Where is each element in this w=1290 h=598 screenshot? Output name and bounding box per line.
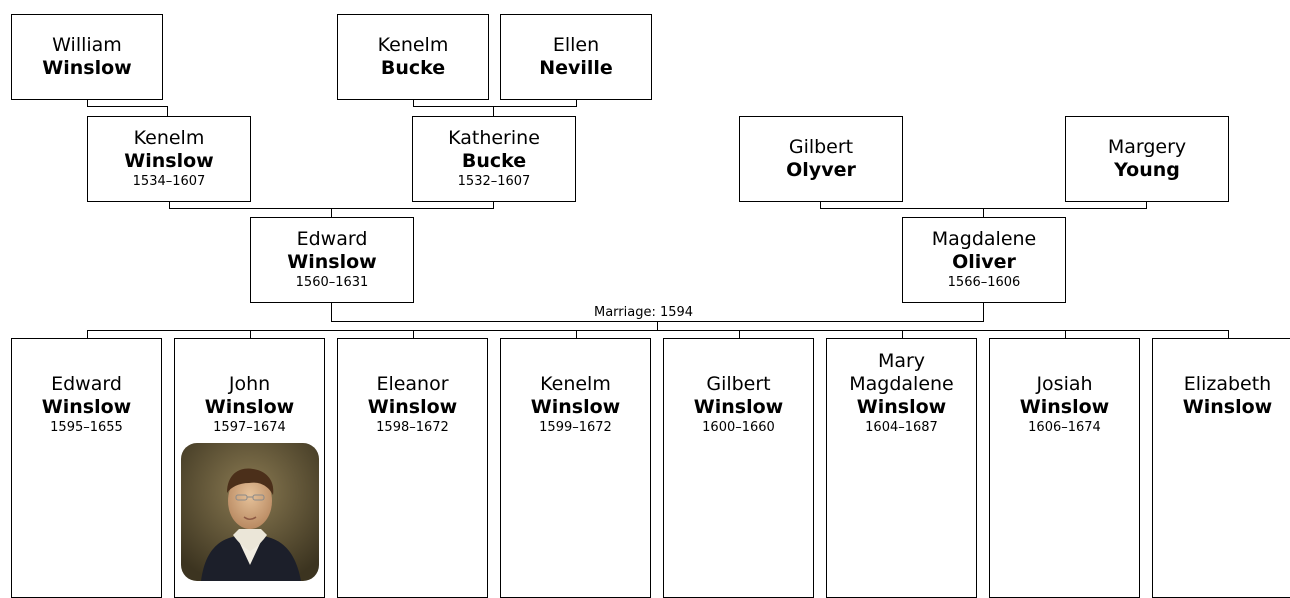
given-name: William	[52, 34, 122, 56]
surname: Winslow	[856, 396, 947, 418]
person-katherine-bucke[interactable]: Katherine Bucke 1532–1607	[412, 116, 576, 202]
given-name: Ellen	[552, 34, 600, 56]
surname: Winslow	[42, 57, 132, 79]
connector	[820, 201, 821, 209]
person-magdalene-oliver[interactable]: Magdalene Oliver 1566–1606	[902, 217, 1066, 303]
child-elizabeth-winslow[interactable]: Elizabeth Winslow	[1152, 338, 1290, 598]
life-years: 1534–1607	[132, 174, 206, 189]
connector	[983, 208, 984, 217]
connector	[167, 106, 168, 116]
connector	[331, 302, 332, 322]
connector	[87, 330, 1229, 331]
life-years: 1560–1631	[295, 275, 369, 290]
given-name: Elizabeth	[1183, 373, 1272, 395]
surname: Winslow	[1182, 396, 1273, 418]
given-name: Magdalene	[931, 228, 1037, 250]
child-mary-magdalene-winslow[interactable]: Mary Magdalene Winslow 1604–1687	[826, 338, 977, 598]
connector	[1146, 201, 1147, 209]
connector	[331, 208, 332, 217]
connector	[657, 321, 658, 331]
person-kenelm-winslow[interactable]: Kenelm Winslow 1534–1607	[87, 116, 251, 202]
person-edward-winslow[interactable]: Edward Winslow 1560–1631	[250, 217, 414, 303]
connector	[739, 330, 740, 339]
given-name: Kenelm	[377, 34, 449, 56]
surname: Winslow	[287, 251, 377, 273]
surname: Winslow	[530, 396, 621, 418]
surname: Neville	[539, 57, 613, 79]
person-kenelm-bucke[interactable]: Kenelm Bucke	[337, 14, 489, 100]
connector	[983, 302, 984, 322]
life-years: 1604–1687	[865, 420, 938, 435]
given-name: Eleanor	[376, 373, 449, 395]
connector	[87, 106, 167, 107]
surname: Bucke	[461, 150, 527, 172]
given-name: Edward	[296, 228, 368, 250]
given-name: Kenelm	[133, 127, 205, 149]
life-years: 1600–1660	[702, 420, 775, 435]
connector	[413, 106, 577, 107]
life-years: 1595–1655	[50, 420, 123, 435]
surname: Oliver	[952, 251, 1016, 273]
given-name: Margery	[1107, 136, 1187, 158]
connector	[1228, 330, 1229, 339]
connector	[413, 330, 414, 339]
child-eleanor-winslow[interactable]: Eleanor Winslow 1598–1672	[337, 338, 488, 598]
connector	[169, 201, 170, 209]
given-name: Katherine	[448, 127, 540, 149]
life-years: 1606–1674	[1028, 420, 1101, 435]
connector	[413, 99, 414, 107]
portrait-image	[180, 443, 319, 581]
surname: Winslow	[124, 150, 214, 172]
surname: Winslow	[1019, 396, 1110, 418]
surname: Winslow	[693, 396, 784, 418]
connector	[87, 330, 88, 339]
connector	[250, 330, 251, 339]
marriage-label: Marriage: 1594	[594, 305, 694, 320]
child-gilbert-winslow[interactable]: Gilbert Winslow 1600–1660	[663, 338, 814, 598]
connector	[87, 99, 88, 107]
life-years: 1597–1674	[213, 420, 286, 435]
child-kenelm-winslow[interactable]: Kenelm Winslow 1599–1672	[500, 338, 651, 598]
connector	[493, 106, 494, 116]
person-margery-young[interactable]: Margery Young	[1065, 116, 1229, 202]
surname: Winslow	[204, 396, 295, 418]
life-years: 1598–1672	[376, 420, 449, 435]
connector	[1065, 330, 1066, 339]
child-josiah-winslow[interactable]: Josiah Winslow 1606–1674	[989, 338, 1140, 598]
connector	[576, 330, 577, 339]
life-years: 1599–1672	[539, 420, 612, 435]
life-years: 1532–1607	[457, 174, 531, 189]
given-name: John	[228, 373, 271, 395]
surname: Young	[1114, 159, 1180, 181]
child-edward-winslow[interactable]: Edward Winslow 1595–1655	[11, 338, 162, 598]
person-ellen-neville[interactable]: Ellen Neville	[500, 14, 652, 100]
surname: Winslow	[41, 396, 132, 418]
given-name: Mary Magdalene	[849, 350, 954, 395]
given-name: Gilbert	[788, 136, 854, 158]
child-john-winslow[interactable]: John Winslow 1597–1674	[174, 338, 325, 598]
connector	[902, 330, 903, 339]
person-william-winslow[interactable]: William Winslow	[11, 14, 163, 100]
connector	[493, 201, 494, 209]
life-years: 1566–1606	[947, 275, 1021, 290]
surname: Bucke	[380, 57, 446, 79]
given-name: Kenelm	[540, 373, 611, 395]
portrait-painting-icon	[180, 443, 319, 581]
given-name: Josiah	[1036, 373, 1093, 395]
given-name: Gilbert	[706, 373, 771, 395]
surname: Winslow	[367, 396, 458, 418]
person-gilbert-olyver[interactable]: Gilbert Olyver	[739, 116, 903, 202]
given-name: Edward	[51, 373, 122, 395]
surname: Olyver	[786, 159, 856, 181]
connector	[576, 99, 577, 107]
